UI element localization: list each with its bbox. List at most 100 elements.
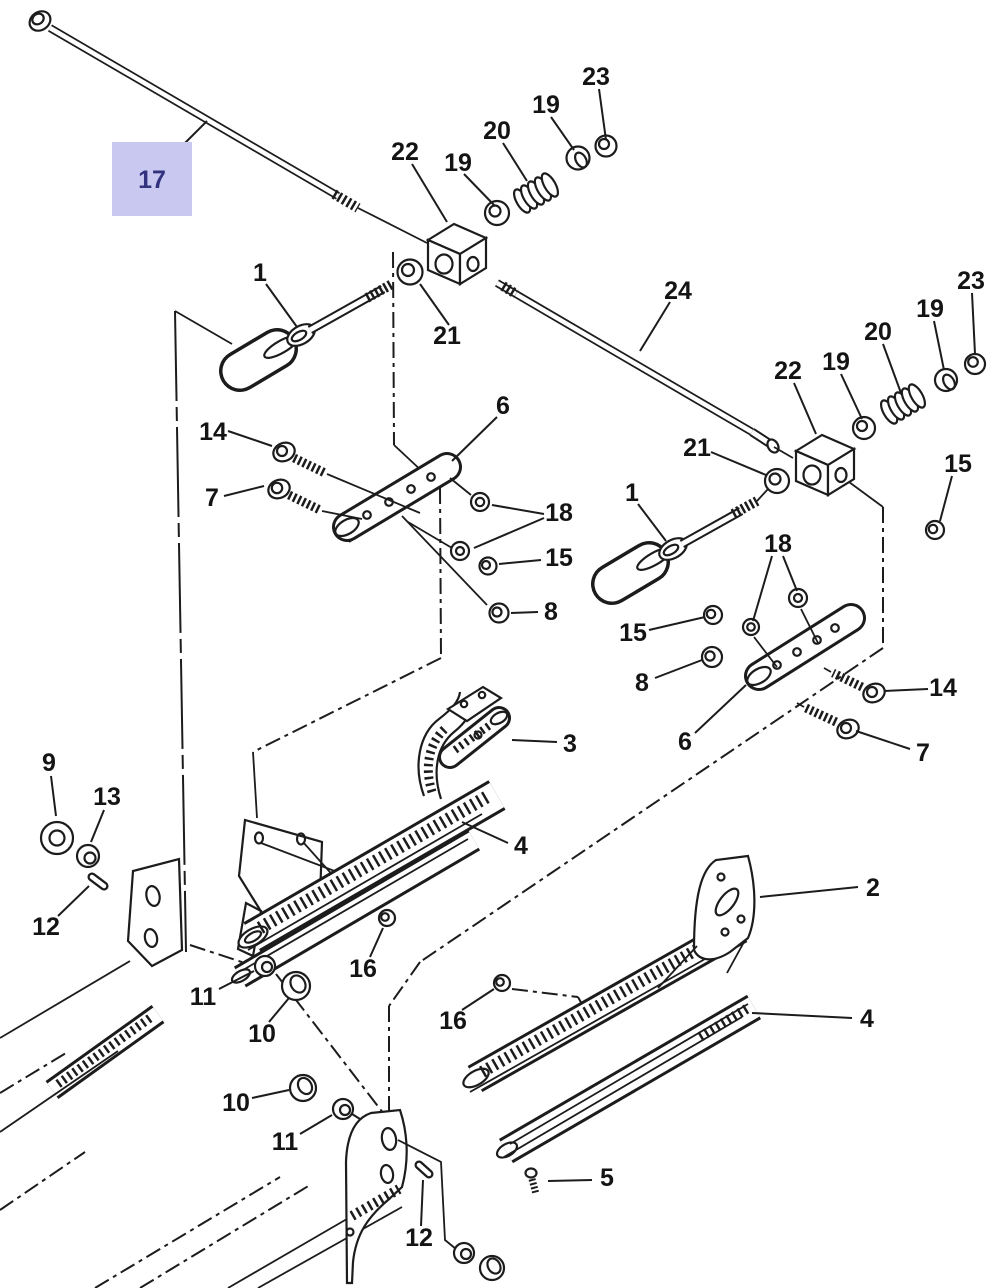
leader-line-15	[939, 475, 953, 522]
slide-bracket-bottom-center	[344, 1108, 408, 1285]
leader-line-7	[855, 730, 911, 750]
part-label-4[interactable]: 4	[860, 1005, 874, 1033]
spring-seat-19-left	[565, 145, 591, 171]
part-label-8[interactable]: 8	[635, 669, 649, 697]
grommet-bottom-corner	[478, 1254, 506, 1282]
leader-line-14	[883, 688, 929, 692]
part-label-21[interactable]: 21	[433, 322, 461, 350]
riser-bracket-2	[692, 854, 756, 961]
leader-line-6	[451, 416, 498, 462]
washer-10-left	[280, 970, 312, 1002]
spring-seat-19-right	[933, 367, 959, 393]
part-label-4[interactable]: 4	[514, 832, 528, 860]
part-label-7[interactable]: 7	[205, 484, 219, 512]
part-label-9[interactable]: 9	[42, 749, 56, 777]
part-label-21[interactable]: 21	[683, 434, 711, 462]
leader-line-23	[971, 292, 976, 355]
leader-line-11	[218, 970, 255, 990]
leader-line-19	[463, 173, 495, 206]
part-label-15[interactable]: 15	[545, 544, 573, 572]
slide-bracket-bottom-left	[126, 857, 184, 968]
part-label-1[interactable]: 1	[253, 259, 267, 287]
leader-line-22	[411, 163, 448, 223]
leader-line-19	[550, 116, 575, 151]
part-label-6[interactable]: 6	[678, 728, 692, 756]
part-label-23[interactable]: 23	[582, 63, 610, 91]
part-label-13[interactable]: 13	[93, 783, 121, 811]
tension-block-assembly-left	[425, 134, 618, 286]
bolt-7-right	[796, 702, 860, 740]
part-label-18[interactable]: 18	[545, 499, 573, 527]
part-label-10[interactable]: 10	[248, 1020, 276, 1048]
leader-line-1	[637, 503, 667, 542]
leader-line-10	[268, 997, 290, 1023]
leader-line-24	[639, 301, 671, 352]
part-label-11[interactable]: 11	[272, 1128, 299, 1156]
leader-line-18	[491, 504, 545, 515]
part-label-17[interactable]: 17	[138, 166, 166, 194]
part-label-6[interactable]: 6	[496, 392, 510, 420]
grommet-9	[39, 820, 75, 856]
partial-rail-bottom-center	[227, 1073, 506, 1288]
part-label-23[interactable]: 23	[957, 267, 985, 295]
highlighted-label-box	[112, 142, 192, 216]
part-label-12[interactable]: 12	[32, 913, 60, 941]
part-label-19[interactable]: 19	[916, 295, 944, 323]
part-label-8[interactable]: 8	[544, 598, 558, 626]
part-label-16[interactable]: 16	[439, 1007, 467, 1035]
leader-line-4	[751, 1012, 853, 1019]
seat-rail-assembly-right	[462, 854, 762, 1164]
nut-16-left	[377, 908, 397, 928]
part-label-24[interactable]: 24	[664, 277, 692, 305]
bushing-11-bottom	[331, 1097, 355, 1121]
leader-line-9	[50, 775, 57, 817]
part-label-22[interactable]: 22	[774, 357, 802, 385]
part-label-19[interactable]: 19	[444, 149, 472, 177]
leader-line-19	[840, 373, 863, 420]
part-label-18[interactable]: 18	[764, 530, 792, 558]
part-label-15[interactable]: 15	[944, 450, 972, 478]
leader-line-18	[752, 555, 773, 622]
nut-8-left	[488, 602, 510, 624]
washer-10-bottom	[288, 1073, 318, 1103]
upper-slide-rail-3	[438, 706, 511, 769]
leader-line-8	[654, 659, 703, 679]
part-label-11[interactable]: 11	[190, 983, 217, 1011]
adjuster-block-22-right	[793, 433, 857, 497]
nut-8-right	[700, 645, 724, 669]
part-label-12[interactable]: 12	[405, 1224, 433, 1252]
part-label-20[interactable]: 20	[483, 117, 511, 145]
leader-line-12	[57, 885, 90, 917]
part-label-1[interactable]: 1	[625, 479, 639, 507]
part-label-14[interactable]: 14	[929, 674, 957, 702]
bolt-14-left	[272, 441, 421, 514]
adjuster-block-22-left	[425, 222, 489, 286]
part-label-20[interactable]: 20	[864, 318, 892, 346]
lower-slide-rail-4-left	[230, 780, 506, 988]
t-handle-rod-1-right	[591, 488, 769, 605]
part-label-2[interactable]: 2	[866, 874, 880, 902]
part-label-22[interactable]: 22	[391, 138, 419, 166]
part-label-5[interactable]: 5	[600, 1164, 614, 1192]
screw-5	[524, 1167, 540, 1195]
pin-12-left	[87, 872, 109, 891]
part-label-19[interactable]: 19	[822, 348, 850, 376]
part-label-7[interactable]: 7	[916, 739, 930, 767]
leader-line-6	[694, 684, 747, 734]
part-label-10[interactable]: 10	[222, 1089, 250, 1117]
part-label-16[interactable]: 16	[349, 955, 377, 983]
leader-line-18	[782, 555, 798, 592]
phantom-boundary-lines	[0, 251, 884, 1288]
part-label-15[interactable]: 15	[619, 619, 647, 647]
part-label-3[interactable]: 3	[563, 730, 577, 758]
bolt-7-left	[267, 478, 363, 520]
leader-line-8	[510, 611, 539, 614]
channel-rail-4-right	[495, 994, 762, 1164]
leader-line-20	[882, 343, 902, 394]
leader-line-21	[710, 451, 767, 476]
part-label-19[interactable]: 19	[532, 91, 560, 119]
part-label-14[interactable]: 14	[199, 418, 227, 446]
bushing-bottom-corner	[452, 1241, 476, 1265]
